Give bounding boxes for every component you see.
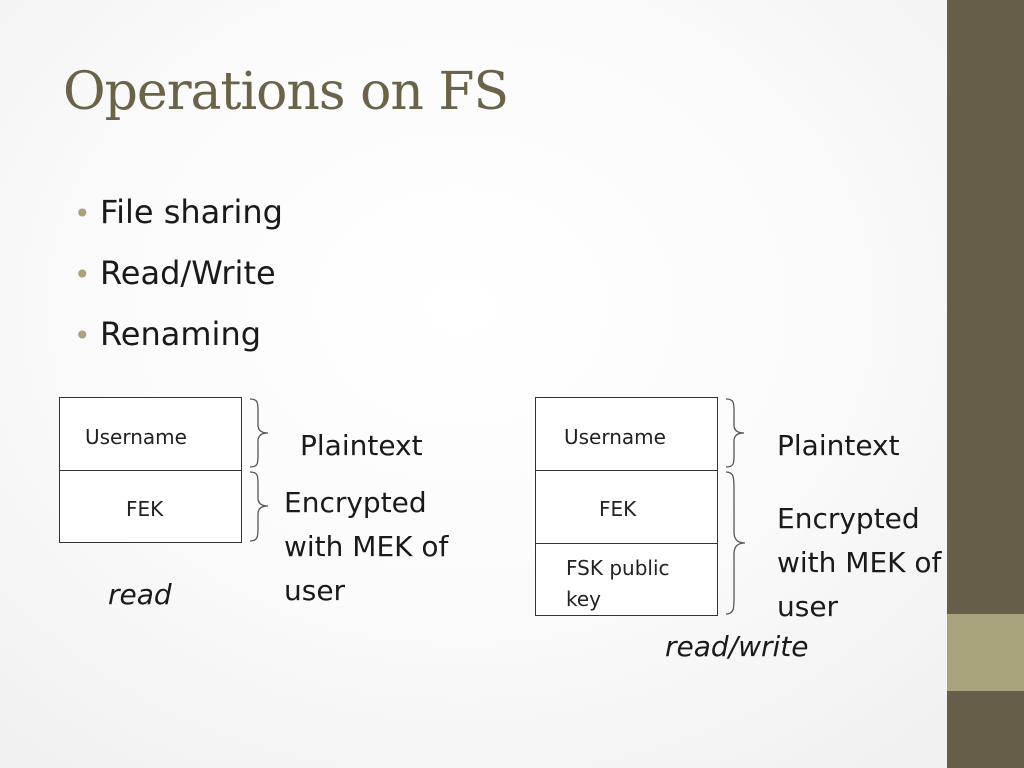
fek-label: FEK bbox=[126, 497, 164, 521]
bullet-text: Renaming bbox=[100, 315, 262, 353]
bullet-dot-icon: • bbox=[74, 258, 91, 291]
encrypted-brace-icon bbox=[725, 471, 746, 615]
bullet-item: • Renaming bbox=[74, 312, 283, 373]
side-decoration-accent bbox=[947, 614, 1024, 691]
encrypted-label-line: Encrypted bbox=[777, 502, 920, 535]
username-label: Username bbox=[564, 425, 666, 449]
fek-cell: FEK bbox=[60, 470, 241, 543]
readwrite-structure-box: Username FEK FSK public key bbox=[535, 397, 718, 616]
bullet-dot-icon: • bbox=[74, 319, 91, 352]
read-caption: read bbox=[108, 578, 172, 611]
encrypted-brace-icon bbox=[249, 471, 269, 542]
encrypted-label-line: user bbox=[777, 590, 839, 623]
username-cell: Username bbox=[536, 398, 717, 470]
bullet-item: • Read/Write bbox=[74, 251, 283, 312]
fsk-public-key-label: FSK public bbox=[566, 556, 670, 580]
fek-label: FEK bbox=[599, 497, 637, 521]
bullet-item: • File sharing bbox=[74, 190, 283, 251]
bullet-text: Read/Write bbox=[100, 254, 276, 292]
fsk-public-key-cell: FSK public key bbox=[536, 543, 717, 616]
bullet-text: File sharing bbox=[100, 193, 283, 231]
plaintext-label: Plaintext bbox=[300, 429, 423, 462]
slide-title: Operations on FS bbox=[63, 62, 509, 122]
encrypted-label-line: user bbox=[284, 574, 346, 607]
encrypted-label: Encrypted with MEK of user bbox=[777, 497, 941, 629]
username-label: Username bbox=[85, 425, 187, 449]
fek-cell: FEK bbox=[536, 470, 717, 543]
encrypted-label-line: with MEK of bbox=[777, 546, 942, 579]
bullet-dot-icon: • bbox=[74, 197, 91, 230]
plaintext-brace-icon bbox=[249, 398, 269, 468]
plaintext-brace-icon bbox=[725, 398, 745, 468]
encrypted-label: Encrypted with MEK of user bbox=[284, 481, 448, 613]
encrypted-label-line: Encrypted bbox=[284, 486, 427, 519]
bullet-list: • File sharing • Read/Write • Renaming bbox=[74, 190, 283, 373]
readwrite-caption: read/write bbox=[665, 630, 809, 663]
read-structure-box: Username FEK bbox=[59, 397, 242, 543]
username-cell: Username bbox=[60, 398, 241, 470]
encrypted-label-line: with MEK of bbox=[284, 530, 449, 563]
plaintext-label: Plaintext bbox=[777, 429, 900, 462]
fsk-public-key-label: key bbox=[566, 587, 602, 611]
